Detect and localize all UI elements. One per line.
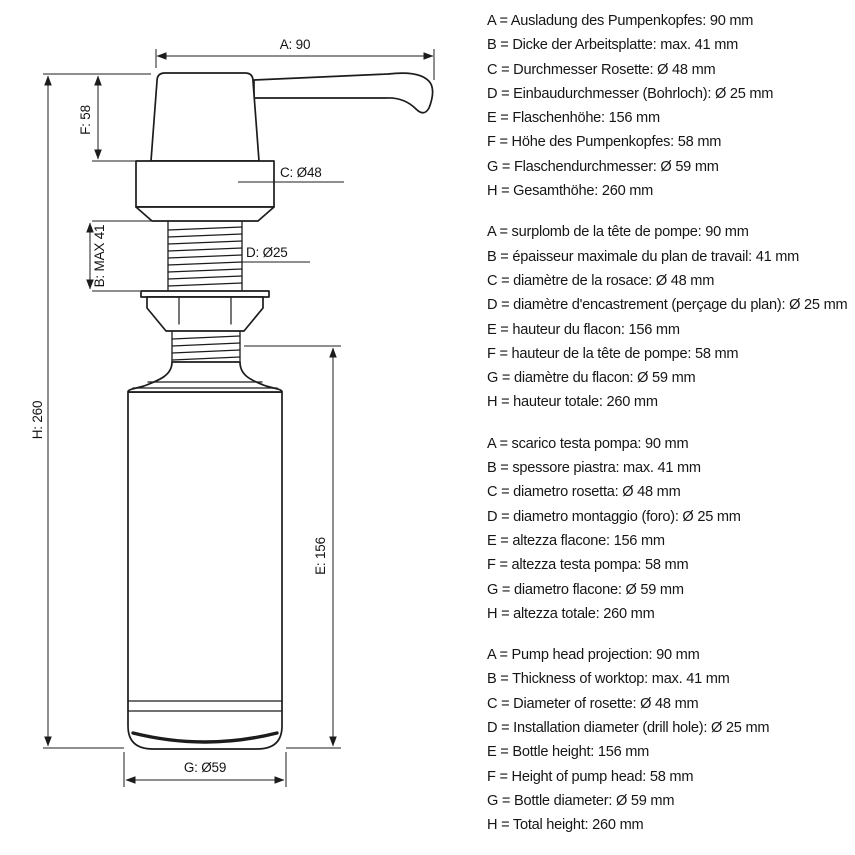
legend-line: G = Flaschendurchmesser: Ø 59 mm [487, 158, 719, 175]
dim-label-d: D: Ø25 [246, 245, 288, 260]
fixing-nut [146, 296, 264, 332]
bottle-body [127, 391, 283, 750]
legend-line: F = Height of pump head: 58 mm [487, 768, 694, 785]
rosette-lip [135, 206, 275, 222]
dim-label-h: H: 260 [30, 401, 45, 440]
legend-line: F = hauteur de la tête de pompe: 58 mm [487, 345, 739, 362]
legend-line: C = diamètre de la rosace: Ø 48 mm [487, 272, 715, 289]
technical-drawing-area: A: 90 H: 260 F: 58 B: MAX 41 C: Ø48 D: Ø… [30, 37, 435, 787]
legend-line: E = Flaschenhöhe: 156 mm [487, 110, 660, 127]
bottle-base-ridges [127, 700, 283, 712]
bottle-shoulder-ridges [132, 381, 278, 389]
legend-line: A = Pump head projection: 90 mm [487, 647, 700, 664]
legend-line: A = Ausladung des Pumpenkopfes: 90 mm [487, 13, 754, 29]
legend-line: H = Gesamthöhe: 260 mm [487, 183, 654, 200]
legend-block-french: A = surplomb de la tête de pompe: 90 mm … [487, 220, 849, 414]
legend-panel: A = Ausladung des Pumpenkopfes: 90 mm B … [487, 9, 849, 855]
dim-label-b: B: MAX 41 [92, 225, 107, 288]
legend-line: B = Thickness of worktop: max. 41 mm [487, 671, 730, 688]
legend-line: A = surplomb de la tête de pompe: 90 mm [487, 224, 749, 241]
bottle-base-band [131, 731, 279, 744]
dispenser-technical-drawing: A: 90 H: 260 F: 58 B: MAX 41 C: Ø48 D: Ø… [30, 37, 435, 787]
legend-line: D = diametro montaggio (foro): Ø 25 mm [487, 508, 741, 525]
legend-line: E = hauteur du flacon: 156 mm [487, 321, 680, 338]
legend-block-english: A = Pump head projection: 90 mm B = Thic… [487, 643, 849, 837]
dim-label-g: G: Ø59 [184, 760, 226, 775]
pump-spout [253, 72, 434, 114]
legend-block-german: A = Ausladung des Pumpenkopfes: 90 mm B … [487, 9, 849, 203]
dim-label-e: E: 156 [313, 537, 328, 575]
legend-line: H = Total height: 260 mm [487, 817, 644, 834]
legend-line: G = diametro flacone: Ø 59 mm [487, 581, 684, 598]
dim-label-f: F: 58 [78, 105, 93, 135]
legend-block-italian: A = scarico testa pompa: 90 mm B = spess… [487, 432, 849, 626]
legend-line: C = Durchmesser Rosette: Ø 48 mm [487, 61, 716, 78]
legend-line: D = diamètre d'encastrement (perçage du … [487, 297, 848, 314]
legend-line: C = Diameter of rosette: Ø 48 mm [487, 695, 699, 712]
rosette [135, 160, 275, 208]
legend-line: H = altezza totale: 260 mm [487, 605, 655, 622]
legend-line: H = hauteur totale: 260 mm [487, 394, 658, 411]
dim-label-c: C: Ø48 [280, 165, 322, 180]
legend-line: G = Bottle diameter: Ø 59 mm [487, 792, 675, 809]
legend-line: E = altezza flacone: 156 mm [487, 532, 665, 549]
legend-line: C = diametro rosetta: Ø 48 mm [487, 484, 681, 501]
legend-line: B = spessore piastra: max. 41 mm [487, 460, 701, 477]
legend-line: E = Bottle height: 156 mm [487, 744, 650, 761]
thread-lower [171, 330, 241, 363]
legend-line: F = altezza testa pompa: 58 mm [487, 557, 689, 574]
legend-line: G = diamètre du flacon: Ø 59 mm [487, 370, 696, 387]
legend-line: B = épaisseur maximale du plan de travai… [487, 248, 800, 265]
legend-line: D = Einbaudurchmesser (Bohrloch): Ø 25 m… [487, 85, 774, 102]
legend-line: B = Dicke der Arbeitsplatte: max. 41 mm [487, 37, 739, 54]
dim-label-a: A: 90 [280, 37, 311, 52]
mounting-flange [140, 290, 270, 298]
pump-head [150, 72, 260, 162]
legend-line: F = Höhe des Pumpenkopfes: 58 mm [487, 134, 722, 151]
nut-facets [178, 296, 232, 325]
legend-line: A = scarico testa pompa: 90 mm [487, 435, 689, 452]
thread-upper [167, 220, 243, 292]
legend-line: D = Installation diameter (drill hole): … [487, 720, 770, 737]
